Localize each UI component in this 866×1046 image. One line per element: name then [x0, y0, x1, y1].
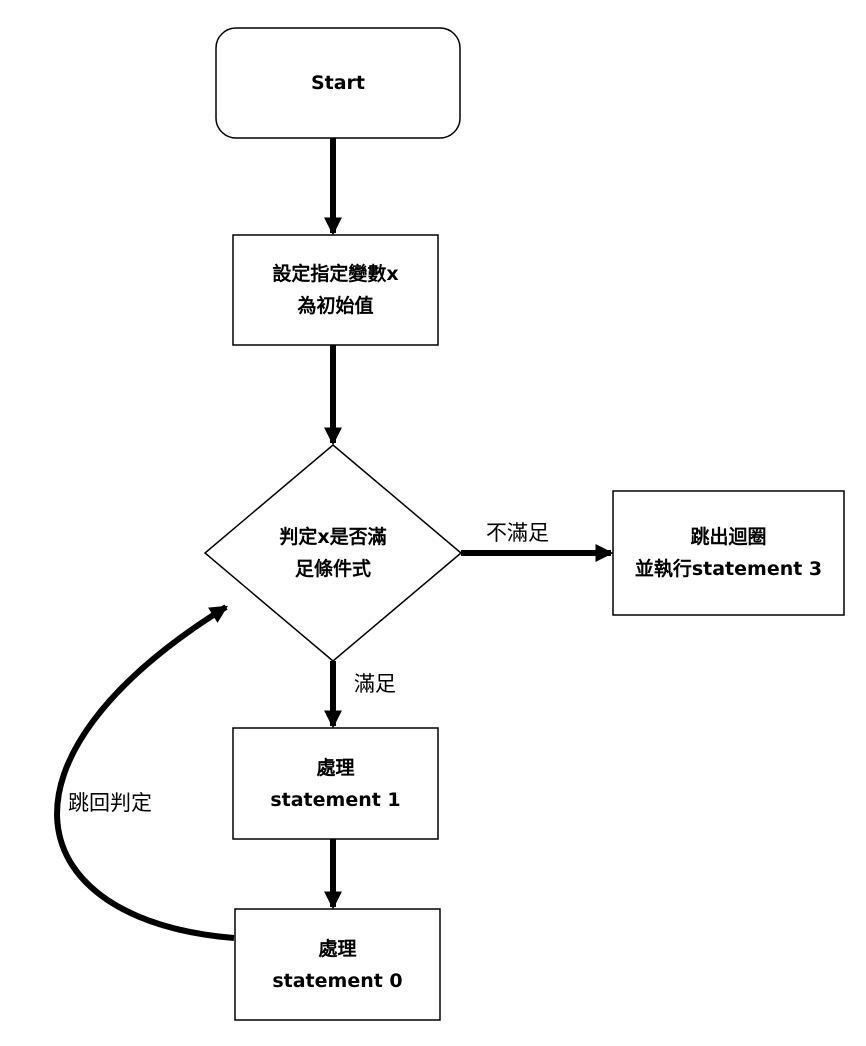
- condition-label: 判定x是否滿 足條件式: [233, 506, 433, 600]
- edge-label-not-satisfied: 不滿足: [486, 521, 549, 545]
- edge-label-jump-back: 跳回判定: [68, 791, 152, 815]
- condition-label-line1: 判定x是否滿: [279, 526, 387, 548]
- start-label: Start: [216, 28, 460, 138]
- init-label-line2: 為初始值: [297, 295, 374, 317]
- init-label-line1: 設定指定變數x: [272, 263, 399, 285]
- init-label: 設定指定變數x 為初始值: [233, 235, 438, 345]
- edge-label-satisfied: 滿足: [354, 672, 396, 696]
- process0-label-line2: statement 0: [272, 969, 403, 992]
- arrow-loop-back: [54, 604, 235, 941]
- init-node: [232, 234, 439, 346]
- exit-label-line2: 並執行statement 3: [634, 558, 823, 580]
- process1-label-line1: 處理: [316, 756, 355, 779]
- process0-node: [234, 908, 441, 1021]
- process0-label-line1: 處理: [318, 937, 357, 960]
- exit-label: 跳出迴圈 並執行statement 3: [613, 491, 844, 615]
- process1-node: [232, 727, 439, 840]
- process1-label-line2: statement 1: [270, 788, 401, 811]
- process1-label: 處理 statement 1: [233, 728, 438, 839]
- start-label-text: Start: [310, 72, 366, 94]
- exit-label-line1: 跳出迴圈: [690, 526, 767, 548]
- process0-label: 處理 statement 0: [235, 909, 440, 1020]
- start-node: [215, 27, 461, 139]
- exit-node: [612, 490, 845, 616]
- condition-label-line2: 足條件式: [294, 558, 371, 580]
